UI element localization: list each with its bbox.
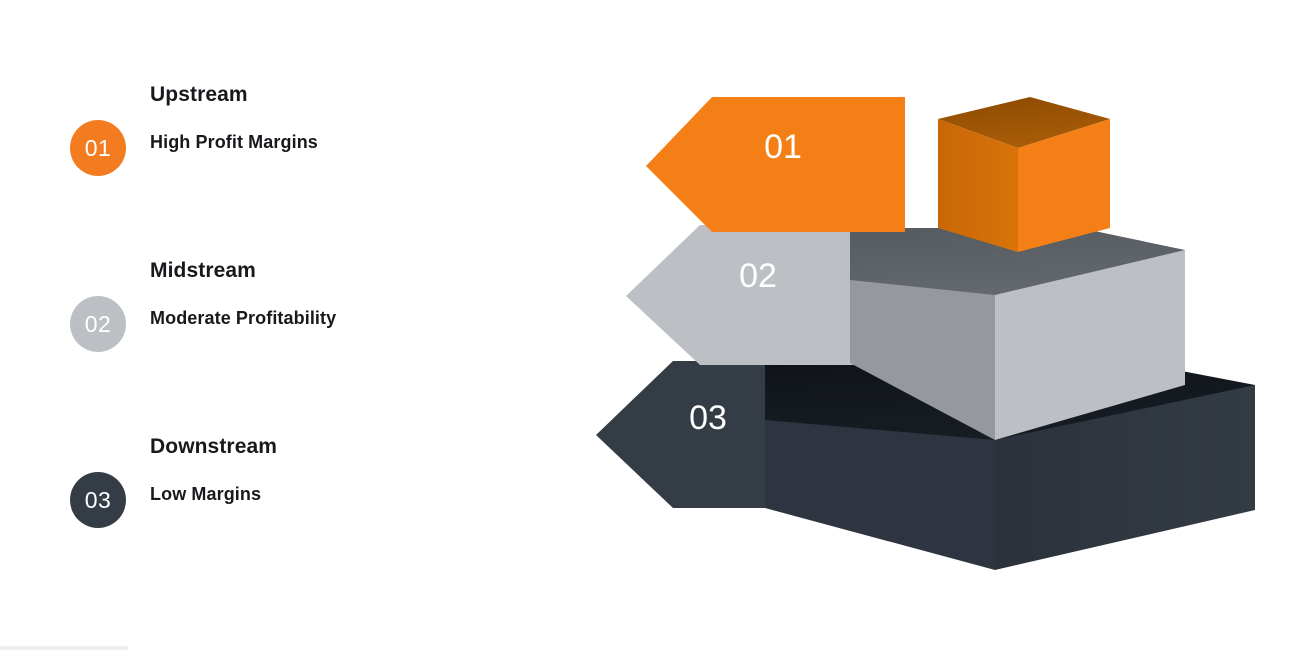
legend-title-midstream: Midstream xyxy=(150,259,256,282)
legend-item-downstream[interactable]: 03 Downstream Low Margins xyxy=(70,434,540,554)
pyramid-diagram-svg: 01 02 03 xyxy=(596,97,1255,570)
legend-subtitle-upstream: High Profit Margins xyxy=(150,132,318,152)
level-01-box-top xyxy=(938,97,1110,148)
pyramid-diagram: 01 02 03 xyxy=(560,0,1300,650)
legend-text-downstream: Downstream Low Margins xyxy=(150,434,540,506)
level-02-midstream[interactable] xyxy=(626,225,1185,440)
level-01-chevron xyxy=(646,97,905,232)
legend-text-midstream: Midstream Moderate Profitability xyxy=(150,258,540,330)
legend-item-upstream[interactable]: 01 Upstream High Profit Margins xyxy=(70,82,540,202)
legend-subtitle-midstream: Moderate Profitability xyxy=(150,308,337,328)
level-01-box-front xyxy=(938,119,1018,252)
legend-subtitle-downstream: Low Margins xyxy=(150,484,262,504)
level-03-number: 03 xyxy=(689,399,727,437)
level-01-upstream[interactable] xyxy=(646,97,1110,252)
level-02-number: 02 xyxy=(739,257,777,295)
legend-badge-01: 01 xyxy=(70,120,126,176)
level-03-box-front-right xyxy=(995,385,1255,570)
level-03-box-front-left xyxy=(765,420,995,570)
legend-badge-03: 03 xyxy=(70,472,126,528)
legend-item-midstream[interactable]: 02 Midstream Moderate Profitability xyxy=(70,258,540,378)
legend-panel: 01 Upstream High Profit Margins 02 Midst… xyxy=(0,0,560,650)
level-01-number: 01 xyxy=(764,128,802,166)
legend-text-upstream: Upstream High Profit Margins xyxy=(150,82,540,154)
slide-edge-artifact xyxy=(0,646,128,650)
level-02-box-front-right xyxy=(995,250,1185,440)
level-01-box-side xyxy=(1018,119,1110,252)
legend-title-upstream: Upstream xyxy=(150,83,248,106)
level-02-chevron xyxy=(626,225,860,365)
level-02-box-front-left xyxy=(850,280,995,440)
legend-title-downstream: Downstream xyxy=(150,435,278,458)
legend-badge-02: 02 xyxy=(70,296,126,352)
